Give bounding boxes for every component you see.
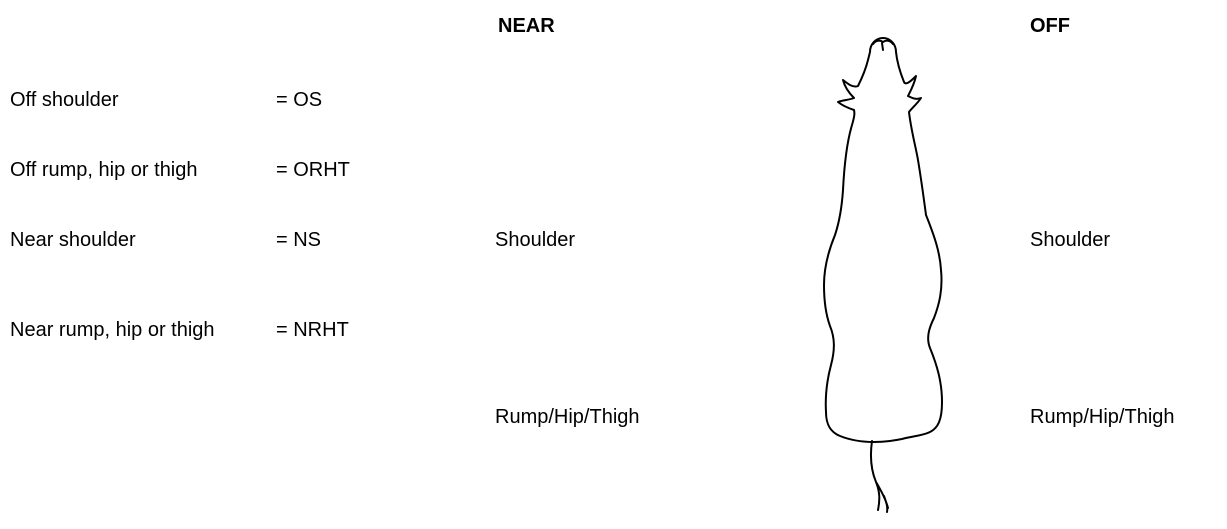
- near-heading: NEAR: [498, 14, 555, 38]
- legend-code-os: = OS: [276, 88, 322, 112]
- animal-tail: [871, 441, 888, 512]
- legend-code-nrht: = NRHT: [276, 318, 349, 342]
- legend-label-ns: Near shoulder: [10, 228, 136, 252]
- legend-label-orht: Off rump, hip or thigh: [10, 158, 198, 182]
- legend-code-orht: = ORHT: [276, 158, 350, 182]
- legend-code-ns: = NS: [276, 228, 321, 252]
- off-heading: OFF: [1030, 14, 1070, 38]
- legend-label-nrht: Near rump, hip or thigh: [10, 315, 270, 345]
- animal-body-outline: [824, 38, 942, 442]
- off-shoulder-label: Shoulder: [1030, 228, 1110, 252]
- near-shoulder-label: Shoulder: [495, 228, 575, 252]
- legend-label-os: Off shoulder: [10, 88, 119, 112]
- near-rump-label: Rump/Hip/Thigh: [495, 405, 640, 429]
- animal-outline-icon: [800, 30, 970, 525]
- animal-nose-ridge: [882, 43, 883, 50]
- off-rump-label: Rump/Hip/Thigh: [1030, 405, 1175, 429]
